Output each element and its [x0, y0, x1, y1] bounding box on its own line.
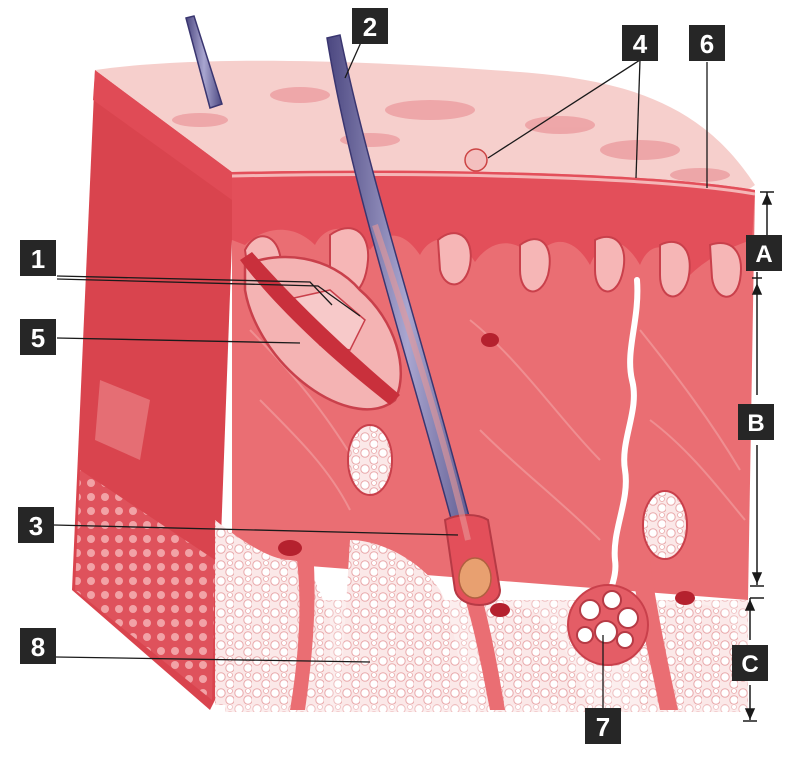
- callout-2-label: 2: [363, 12, 377, 42]
- callout-6-label: 6: [700, 29, 714, 59]
- callout-8: 8: [20, 628, 56, 664]
- callout-8-label: 8: [31, 632, 45, 662]
- callout-4: 4: [622, 25, 658, 61]
- hair-bulb: [459, 558, 491, 598]
- callout-7-label: 7: [596, 712, 610, 742]
- callout-4-label: 4: [633, 29, 648, 59]
- callout-5-label: 5: [31, 323, 45, 353]
- layer-c-label: C: [741, 651, 758, 678]
- layer-a-label: A: [755, 241, 772, 268]
- callout-5: 5: [20, 319, 56, 355]
- callout-1-label: 1: [31, 244, 45, 274]
- callout-3-label: 3: [29, 511, 43, 541]
- callout-2: 2: [352, 8, 388, 44]
- layer-b-label: B: [747, 410, 764, 437]
- layer-a-tag: A: [746, 235, 782, 271]
- layer-c-tag: C: [732, 645, 768, 681]
- callout-3: 3: [18, 507, 54, 543]
- callout-6: 6: [689, 25, 725, 61]
- layer-b-tag: B: [738, 404, 774, 440]
- callout-7: 7: [585, 708, 621, 744]
- sweat-pore: [465, 149, 487, 171]
- callout-1: 1: [20, 240, 56, 276]
